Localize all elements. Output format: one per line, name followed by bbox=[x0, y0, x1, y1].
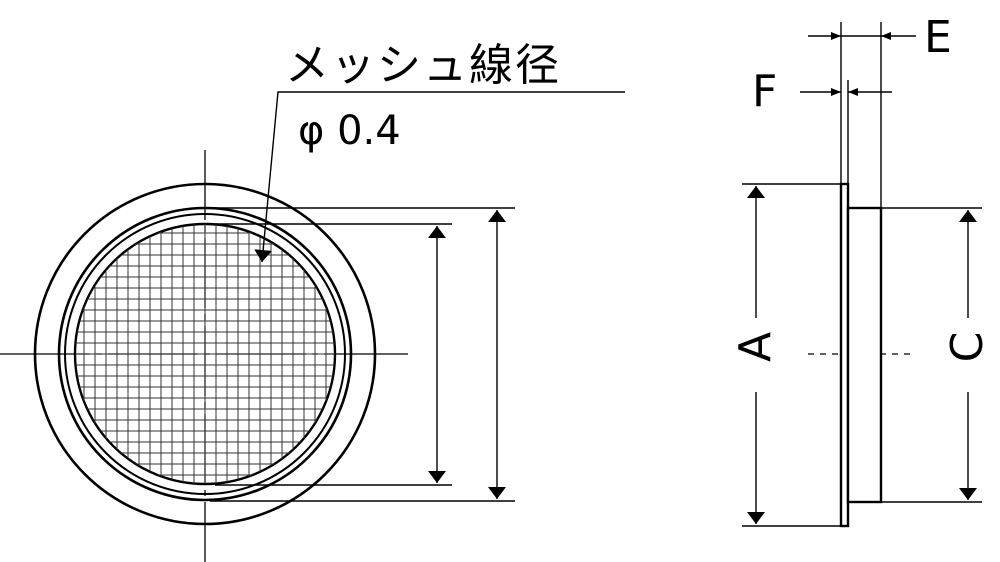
body-cylinder bbox=[846, 206, 883, 504]
dim-label-a: A bbox=[730, 332, 781, 362]
outer-flange-circle bbox=[33, 182, 377, 526]
mesh-label: メッシュ線径 bbox=[285, 40, 561, 91]
dim-label-e: E bbox=[924, 12, 952, 63]
front-view: メッシュ線径 φ 0.4 bbox=[0, 40, 625, 562]
mesh-leader-line bbox=[254, 91, 625, 263]
body-circle bbox=[64, 213, 346, 495]
side-view: A C E F bbox=[730, 12, 993, 528]
dim-label-f: F bbox=[752, 66, 777, 117]
dim-label-c: C bbox=[942, 332, 993, 363]
inner-flange-circle bbox=[57, 206, 353, 502]
mesh-value: φ 0.4 bbox=[298, 108, 401, 154]
